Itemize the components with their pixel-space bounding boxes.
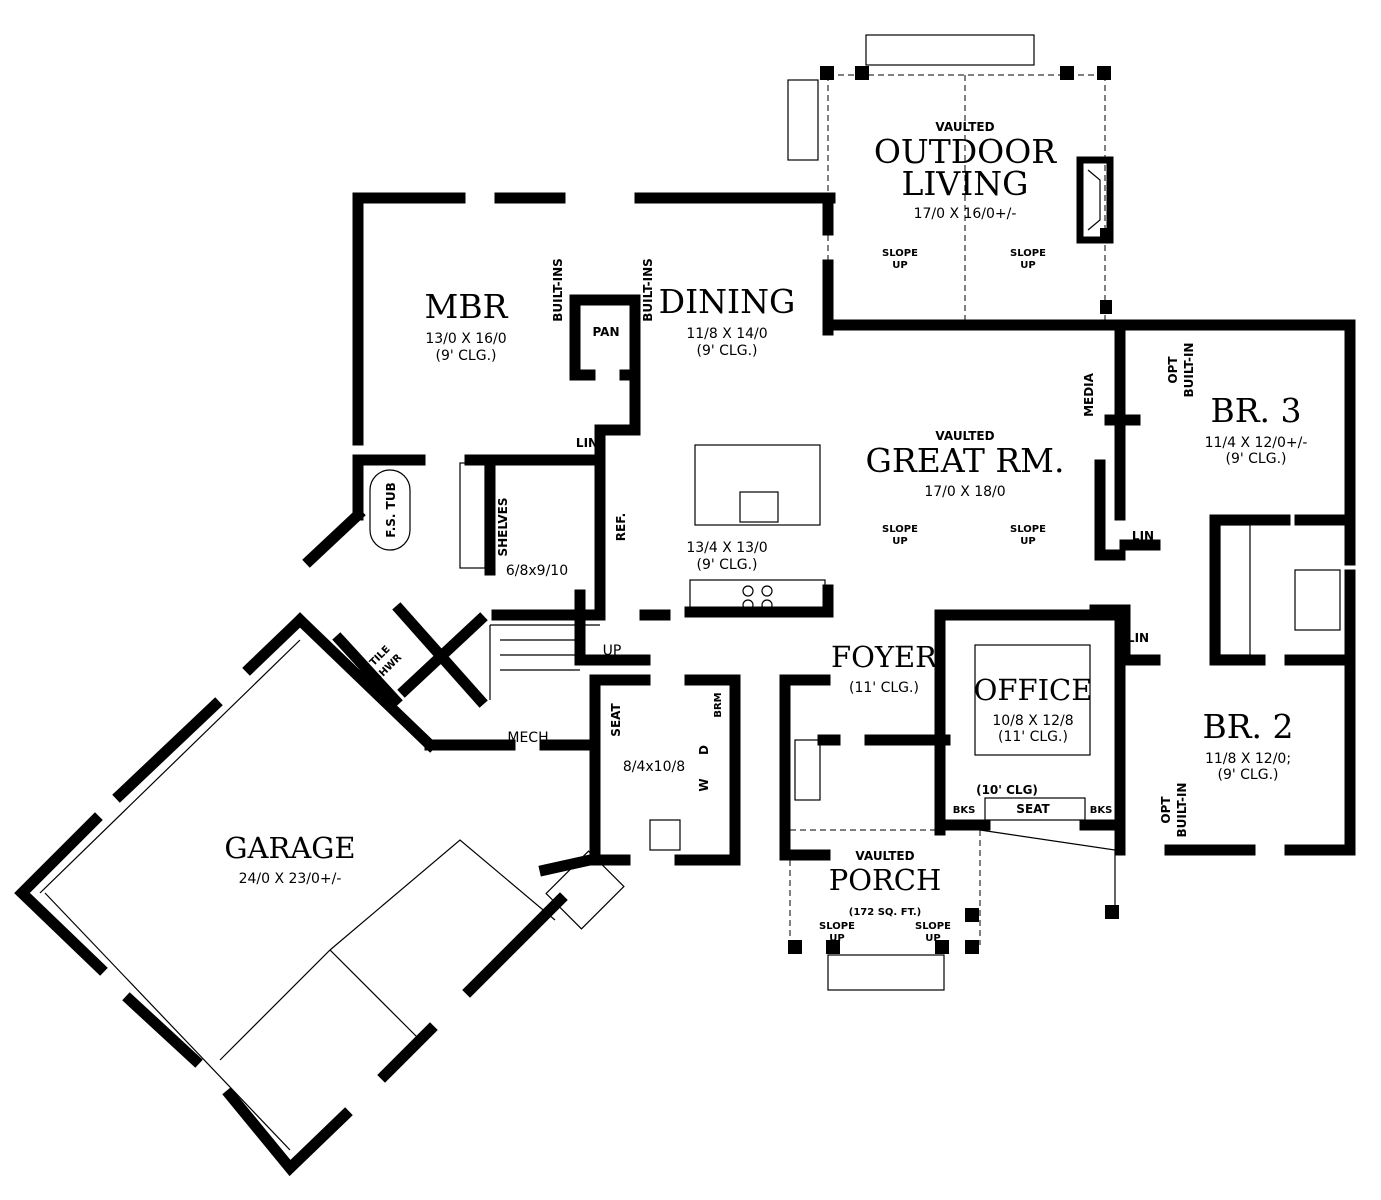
closet-dims: 6/8x9/10 (506, 563, 568, 579)
walls (292, 192, 1356, 866)
linen-label: LIN (576, 436, 598, 450)
office-seat (984, 797, 1086, 821)
mbr-name: MBR (425, 287, 509, 326)
cooktop (742, 585, 773, 611)
garage-name: GARAGE (224, 831, 355, 865)
dining-dims: 11/8 X 14/0 (686, 326, 767, 342)
outdoor-dims: 17/0 X 16/0+/- (914, 206, 1017, 222)
slope-label: SLOPE (1010, 524, 1046, 535)
washer-label: W (697, 778, 711, 791)
vanity-powder (794, 739, 821, 801)
slope-label: SLOPE (1010, 248, 1046, 259)
mudroom-seat: SEAT (609, 703, 623, 737)
office-dims: 10/8 X 12/8 (992, 713, 1073, 729)
bookshelf-label: BKS (953, 805, 976, 816)
mbr-ceiling: (9' CLG.) (435, 348, 496, 364)
br3-dims: 11/4 X 12/0+/- (1205, 435, 1308, 451)
linen-label: LIN (1127, 631, 1149, 645)
outdoor-name2: LIVING (901, 164, 1028, 203)
stairs (489, 624, 600, 700)
office-ceiling: (11' CLG.) (998, 729, 1068, 745)
porch-area: (172 SQ. FT.) (849, 907, 921, 918)
sink (739, 491, 779, 523)
slope-label: SLOPE (915, 921, 951, 932)
porch-name: PORCH (829, 863, 942, 897)
builtins-label: BUILT-INS (641, 258, 655, 322)
slope-label: SLOPE (882, 248, 918, 259)
office-name: OFFICE (974, 673, 1093, 707)
garage-walls (14, 612, 625, 1177)
mbr-dims: 13/0 X 16/0 (425, 331, 506, 347)
slope-up: UP (1020, 536, 1035, 547)
labels: VAULTED OUTDOOR LIVING 17/0 X 16/0+/- SL… (224, 120, 1307, 944)
mech-label: MECH (507, 730, 548, 746)
bookshelf-label: BKS (1090, 805, 1113, 816)
shelves-label: SHELVES (496, 497, 510, 556)
slope-up: UP (829, 933, 844, 944)
slope-label: SLOPE (882, 524, 918, 535)
kitchen-dims: 13/4 X 13/0 (686, 540, 767, 556)
foyer-name: FOYER (831, 640, 938, 674)
ref-label: REF. (614, 513, 628, 541)
office-seat: SEAT (1016, 802, 1050, 816)
slope-label: SLOPE (819, 921, 855, 932)
kitchen-island (694, 444, 821, 526)
laundry-dims: 8/4x10/8 (623, 759, 685, 775)
pantry-label: PAN (592, 325, 619, 339)
stairs-up-label: UP (603, 643, 622, 659)
outdoor-name: OUTDOOR (874, 132, 1057, 171)
laundry-sink (649, 819, 681, 851)
porch-structure (788, 829, 1119, 991)
great-note: VAULTED (935, 429, 994, 443)
br3-ceiling: (9' CLG.) (1225, 451, 1286, 467)
opt-label: OPT (1159, 796, 1173, 824)
dining-ceiling: (9' CLG.) (696, 343, 757, 359)
foyer-ceiling: (11' CLG.) (849, 680, 919, 696)
great-dims: 17/0 X 18/0 (924, 484, 1005, 500)
broom-label: BRM (713, 692, 724, 717)
builtins-label: BUILT-INS (551, 258, 565, 322)
bathtub (369, 469, 411, 551)
garage-dims: 24/0 X 23/0+/- (239, 871, 342, 887)
slope-up: UP (925, 933, 940, 944)
linen-label: LIN (1132, 529, 1154, 543)
fixtures (369, 444, 1341, 851)
slope-up: UP (1020, 260, 1035, 271)
br3-name: BR. 3 (1210, 391, 1301, 430)
builtin-label: BUILT-IN (1182, 343, 1196, 398)
porch-note: VAULTED (855, 849, 914, 863)
tub-label: F.S. TUB (384, 482, 398, 537)
dryer-label: D (697, 745, 711, 755)
vanity (459, 462, 486, 569)
br2-name: BR. 2 (1202, 707, 1293, 746)
dining-name: DINING (659, 282, 796, 321)
vanity-br (1219, 524, 1251, 656)
office-ceiling (974, 644, 1091, 756)
counter (689, 579, 826, 613)
br2-ceiling: (9' CLG.) (1217, 767, 1278, 783)
great-name: GREAT RM. (866, 441, 1065, 480)
br2-dims: 11/8 X 12/0; (1205, 751, 1291, 767)
media-label: MEDIA (1082, 372, 1096, 417)
office-ceiling2: (10' CLG) (976, 783, 1038, 797)
opt-label: OPT (1166, 356, 1180, 384)
slope-up: UP (892, 260, 907, 271)
slope-up: UP (892, 536, 907, 547)
outdoor-note: VAULTED (935, 120, 994, 134)
shower-br (1294, 569, 1341, 631)
kitchen-ceiling: (9' CLG.) (696, 557, 757, 573)
builtin-label: BUILT-IN (1175, 783, 1189, 838)
